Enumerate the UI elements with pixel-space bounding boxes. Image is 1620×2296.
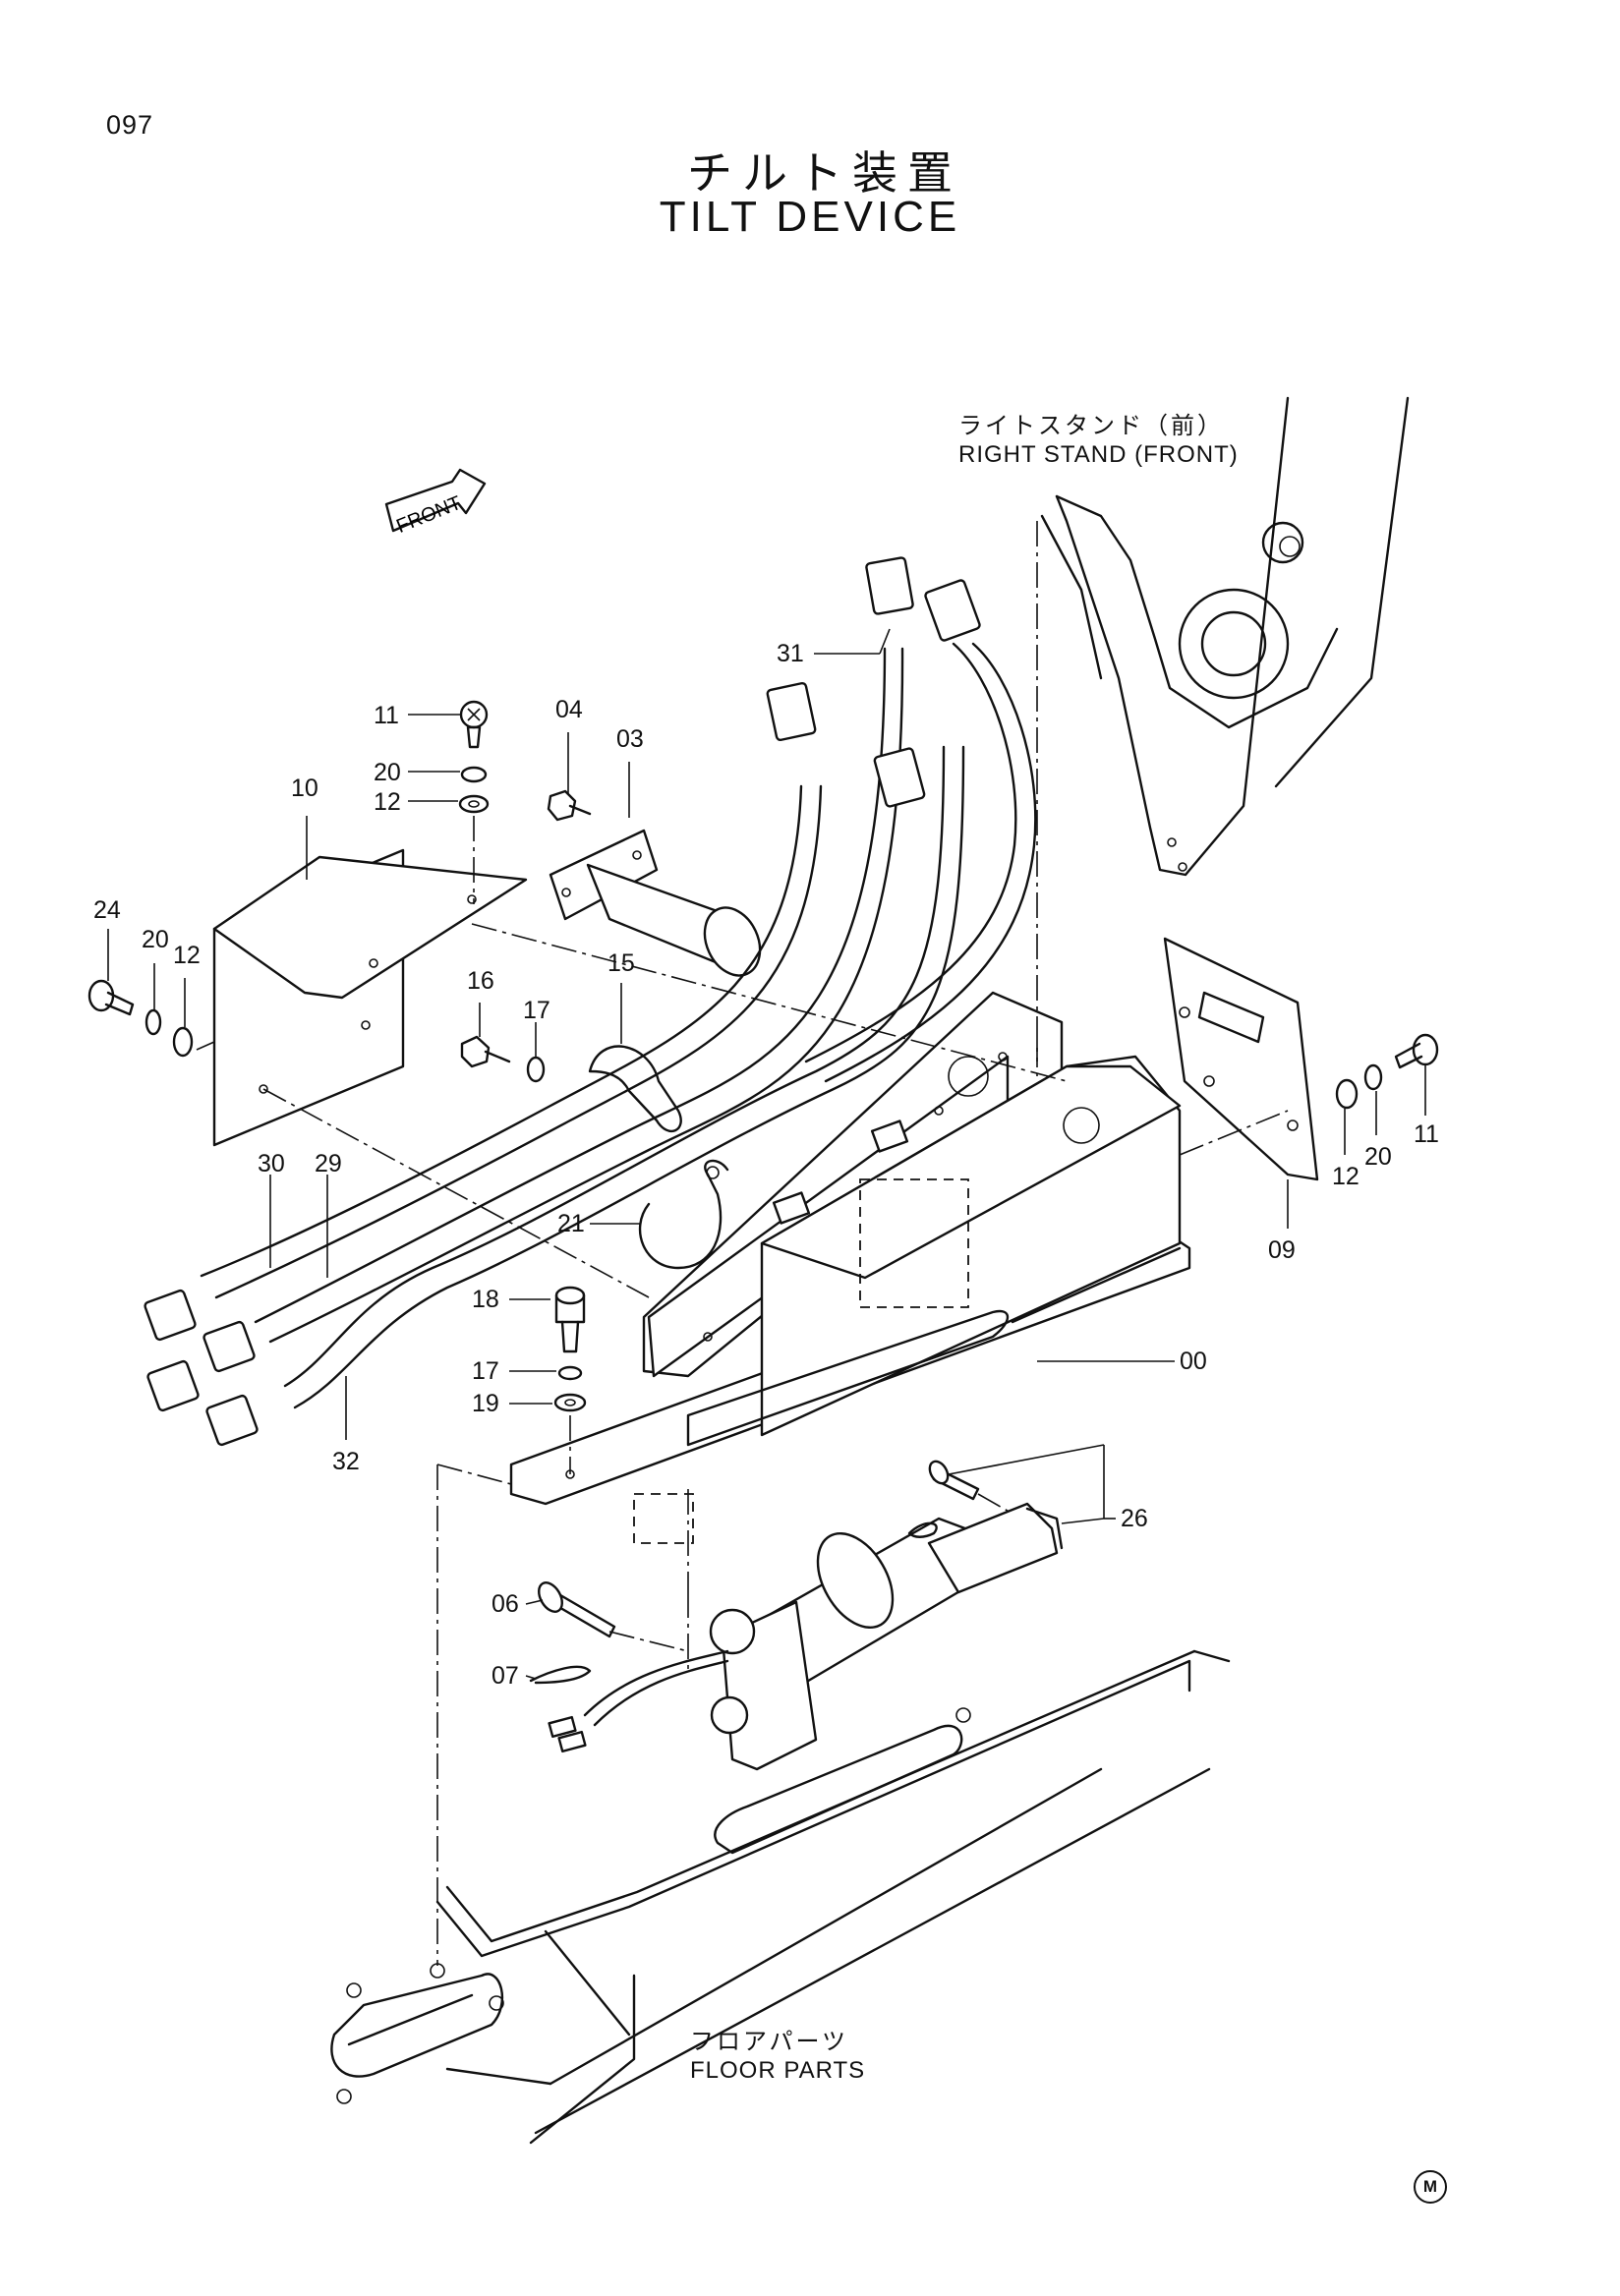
right-stand-label-jp: ライトスタンド（前） xyxy=(958,412,1224,439)
front-arrow-icon: FRONT xyxy=(384,468,487,538)
callout-17-lower: 17 xyxy=(472,1357,499,1385)
main-base-00 xyxy=(509,991,1191,1544)
tilt-actuator xyxy=(529,1460,1064,1771)
callout-03: 03 xyxy=(616,725,644,753)
floor-parts-label-jp: フロアパーツ xyxy=(690,2028,849,2055)
right-stand-caption: ライトスタンド（前） RIGHT STAND (FRONT) xyxy=(958,411,1239,470)
shaft-03 xyxy=(549,829,762,977)
callout-12: 12 xyxy=(374,788,401,816)
callout-12-right: 12 xyxy=(1332,1163,1360,1190)
callout-06: 06 xyxy=(492,1590,519,1618)
callout-21: 21 xyxy=(557,1210,585,1237)
corner-mark-badge: M xyxy=(1414,2170,1447,2204)
callout-07: 07 xyxy=(492,1662,519,1690)
callout-11: 11 xyxy=(374,702,399,729)
plate-09 xyxy=(1163,937,1319,1181)
callout-18: 18 xyxy=(472,1286,499,1313)
callout-17: 17 xyxy=(523,997,550,1024)
callout-16: 16 xyxy=(467,967,494,995)
page-title: TILT DEVICE xyxy=(659,193,961,241)
callout-26: 26 xyxy=(1121,1505,1148,1532)
wire-harness xyxy=(144,556,1037,1447)
callout-29: 29 xyxy=(315,1150,342,1177)
callout-04: 04 xyxy=(555,696,583,723)
floor-parts-caption: フロアパーツ FLOOR PARTS xyxy=(690,2027,865,2086)
assembly-lines xyxy=(196,521,1289,1966)
callout-11-right: 11 xyxy=(1414,1120,1439,1148)
callout-31: 31 xyxy=(777,640,804,667)
right-stand-frame xyxy=(1040,396,1410,877)
page-title-japanese: チルト装置 xyxy=(687,146,962,200)
small-hardware xyxy=(87,700,1439,1412)
callout-20: 20 xyxy=(374,759,401,786)
page-number: 097 xyxy=(106,110,154,140)
callout-32: 32 xyxy=(332,1448,360,1475)
floor-parts xyxy=(330,1649,1231,2145)
clamp-21 xyxy=(638,1159,729,1270)
callout-20-right: 20 xyxy=(1364,1143,1392,1171)
right-stand-label-en: RIGHT STAND (FRONT) xyxy=(958,441,1239,468)
callout-20-left: 20 xyxy=(142,926,169,953)
callout-15: 15 xyxy=(608,949,635,977)
clamp-15 xyxy=(588,1045,682,1132)
callout-00: 00 xyxy=(1180,1348,1207,1375)
callout-12-left: 12 xyxy=(173,942,201,969)
leader-lines xyxy=(107,628,1426,1680)
callout-30: 30 xyxy=(258,1150,285,1177)
callout-24: 24 xyxy=(93,896,121,924)
floor-parts-label-en: FLOOR PARTS xyxy=(690,2057,866,2084)
callout-09: 09 xyxy=(1268,1236,1296,1264)
callout-10: 10 xyxy=(291,775,318,802)
bracket-10 xyxy=(212,848,528,1147)
callout-19: 19 xyxy=(472,1390,499,1417)
